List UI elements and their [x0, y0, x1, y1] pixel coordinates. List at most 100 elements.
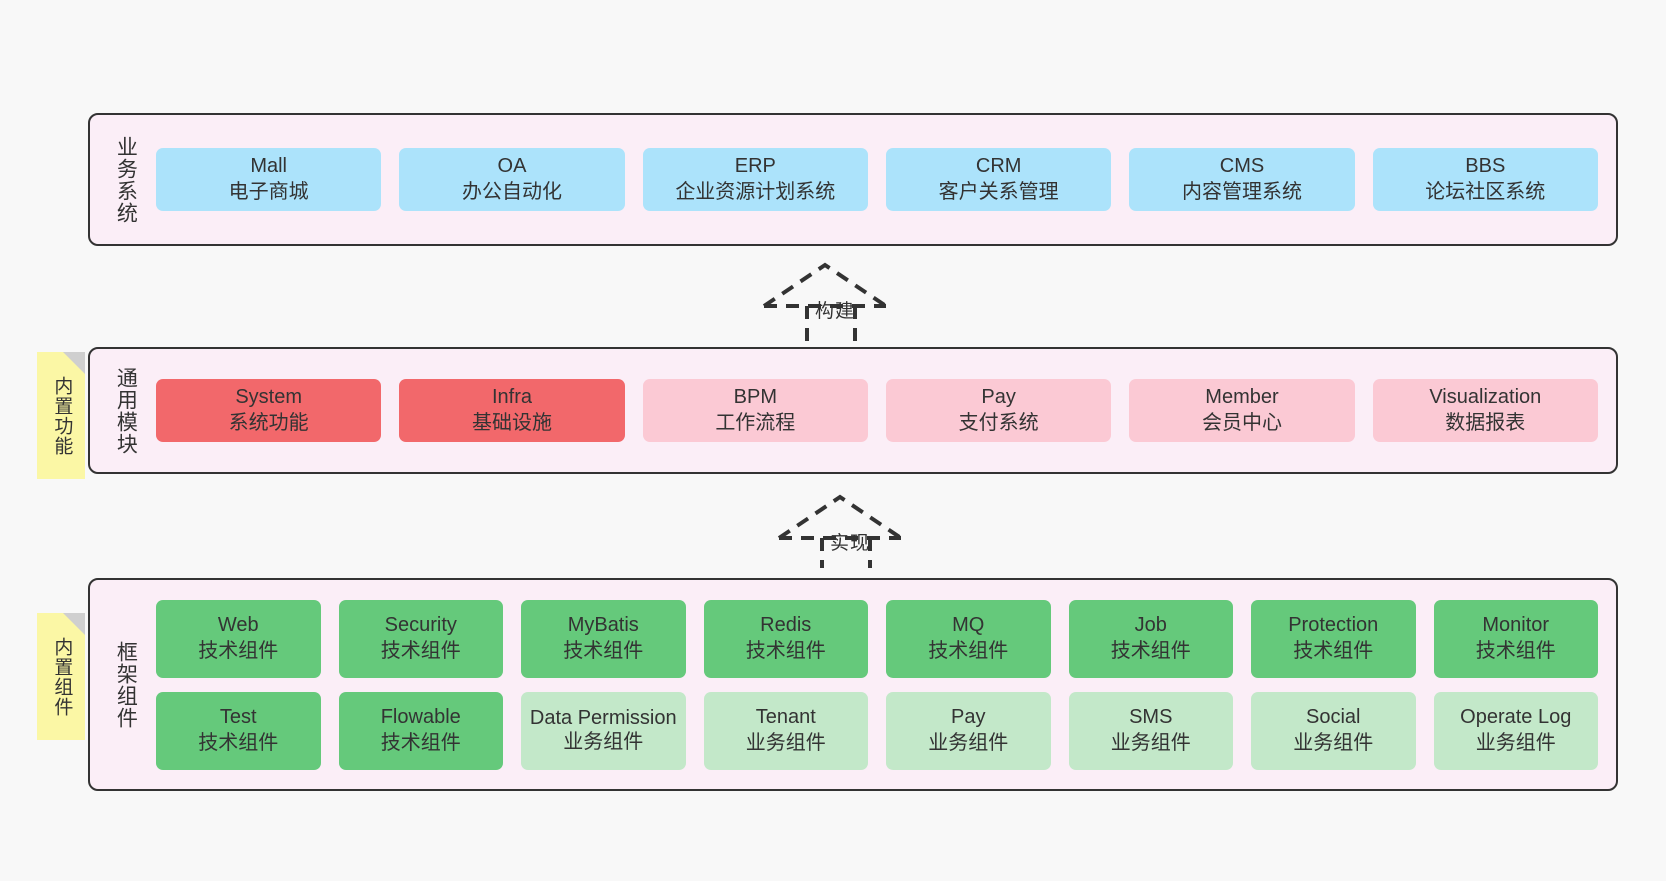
- node-title: Member: [1205, 385, 1279, 408]
- layer-title-business-systems: 业务系统: [114, 135, 138, 224]
- node-cms[interactable]: CMS 内容管理系统: [1129, 147, 1355, 212]
- node-subtitle: 技术组件: [380, 639, 461, 662]
- node-title: Infra: [491, 385, 532, 408]
- dashed-generalization-arrow-icon: [762, 262, 888, 350]
- node-test[interactable]: Test 技术组件: [156, 691, 321, 770]
- node-title: MQ: [952, 613, 985, 636]
- node-subtitle: 技术组件: [928, 639, 1009, 662]
- node-title: System: [235, 385, 302, 408]
- node-subtitle: 技术组件: [1110, 639, 1191, 662]
- node-title: Security: [384, 613, 457, 636]
- node-tenant[interactable]: Tenant 业务组件: [703, 691, 868, 770]
- note-fold-corner-icon: [63, 613, 85, 635]
- node-row: Test 技术组件 Flowable 技术组件 Data Permission …: [156, 691, 1598, 770]
- layer-business-systems: 业务系统 Mall 电子商城 OA 办公自动化 ERP 企业资源计划系统 CRM…: [88, 113, 1618, 246]
- node-subtitle: 基础设施: [471, 411, 552, 434]
- note-fold-corner-icon: [63, 352, 85, 374]
- node-pay-module[interactable]: Pay 支付系统: [885, 378, 1112, 443]
- node-operate-log[interactable]: Operate Log 业务组件: [1433, 691, 1598, 770]
- node-title: Pay: [981, 385, 1016, 408]
- node-title: Data Permission: [529, 706, 677, 729]
- node-title: MyBatis: [567, 613, 639, 636]
- dashed-generalization-arrow-icon: [777, 494, 903, 568]
- node-infra[interactable]: Infra 基础设施: [399, 378, 625, 443]
- node-system[interactable]: System 系统功能: [156, 378, 382, 443]
- node-row: System 系统功能 Infra 基础设施 BPM 工作流程 Pay 支付系统…: [156, 378, 1598, 443]
- node-title: BPM: [733, 385, 777, 408]
- node-title: CRM: [975, 154, 1022, 177]
- connector-label: 实现: [829, 533, 871, 554]
- node-subtitle: 技术组件: [198, 731, 279, 754]
- node-subtitle: 客户关系管理: [938, 180, 1059, 203]
- node-subtitle: 技术组件: [198, 639, 279, 662]
- node-subtitle: 业务组件: [1110, 731, 1191, 754]
- node-title: Tenant: [755, 705, 816, 728]
- node-visualization[interactable]: Visualization 数据报表: [1372, 378, 1598, 443]
- node-member[interactable]: Member 会员中心: [1129, 378, 1355, 443]
- connector-label: 构建: [814, 301, 856, 322]
- node-subtitle: 技术组件: [1293, 639, 1374, 662]
- node-subtitle: 技术组件: [745, 639, 826, 662]
- node-mybatis[interactable]: MyBatis 技术组件: [521, 599, 686, 678]
- node-mall[interactable]: Mall 电子商城: [156, 147, 382, 212]
- node-subtitle: 业务组件: [1475, 731, 1556, 754]
- node-title: ERP: [734, 154, 776, 177]
- node-subtitle: 技术组件: [1475, 639, 1556, 662]
- layer-common-modules: 通用模块 System 系统功能 Infra 基础设施 BPM 工作流程 Pay…: [88, 347, 1618, 474]
- note-label: 内置组件: [51, 636, 73, 717]
- node-erp[interactable]: ERP 企业资源计划系统: [642, 147, 868, 212]
- node-subtitle: 业务组件: [928, 731, 1009, 754]
- node-title: Visualization: [1429, 385, 1542, 408]
- node-sms[interactable]: SMS 业务组件: [1068, 691, 1233, 770]
- node-row: Web 技术组件 Security 技术组件 MyBatis 技术组件 Redi…: [156, 599, 1598, 678]
- node-title: BBS: [1465, 154, 1506, 177]
- note-builtin-features: 内置功能: [37, 352, 85, 479]
- node-data-permission[interactable]: Data Permission 业务组件: [521, 691, 686, 770]
- node-subtitle: 支付系统: [958, 411, 1039, 434]
- node-subtitle: 内容管理系统: [1181, 180, 1302, 203]
- node-subtitle: 办公自动化: [461, 180, 562, 203]
- node-subtitle: 技术组件: [380, 731, 461, 754]
- node-security[interactable]: Security 技术组件: [338, 599, 503, 678]
- node-subtitle: 工作流程: [715, 411, 796, 434]
- node-title: Pay: [951, 705, 986, 728]
- node-title: Test: [219, 705, 257, 728]
- note-builtin-components: 内置组件: [37, 613, 85, 740]
- node-bpm[interactable]: BPM 工作流程: [642, 378, 868, 443]
- node-title: SMS: [1129, 705, 1173, 728]
- node-redis[interactable]: Redis 技术组件: [703, 599, 868, 678]
- node-subtitle: 企业资源计划系统: [675, 180, 836, 203]
- node-crm[interactable]: CRM 客户关系管理: [885, 147, 1112, 212]
- node-title: Job: [1134, 613, 1167, 636]
- node-title: Operate Log: [1460, 705, 1572, 728]
- node-title: Mall: [250, 154, 287, 177]
- layer-body-common-modules: System 系统功能 Infra 基础设施 BPM 工作流程 Pay 支付系统…: [148, 349, 1616, 472]
- note-label: 内置功能: [51, 375, 73, 456]
- layer-framework-components: 框架组件 Web 技术组件 Security 技术组件 MyBatis 技术组件…: [88, 578, 1618, 791]
- node-title: Protection: [1288, 613, 1379, 636]
- node-title: Monitor: [1482, 613, 1550, 636]
- node-subtitle: 会员中心: [1201, 411, 1282, 434]
- node-job[interactable]: Job 技术组件: [1068, 599, 1233, 678]
- node-subtitle: 系统功能: [228, 411, 309, 434]
- node-protection[interactable]: Protection 技术组件: [1251, 599, 1416, 678]
- layer-body-business-systems: Mall 电子商城 OA 办公自动化 ERP 企业资源计划系统 CRM 客户关系…: [148, 115, 1616, 244]
- layer-body-framework-components: Web 技术组件 Security 技术组件 MyBatis 技术组件 Redi…: [148, 580, 1616, 789]
- node-title: Flowable: [380, 705, 461, 728]
- node-title: Social: [1306, 705, 1361, 728]
- node-title: Web: [217, 613, 259, 636]
- node-subtitle: 电子商城: [228, 180, 309, 203]
- node-bbs[interactable]: BBS 论坛社区系统: [1372, 147, 1598, 212]
- node-flowable[interactable]: Flowable 技术组件: [338, 691, 503, 770]
- node-monitor[interactable]: Monitor 技术组件: [1433, 599, 1598, 678]
- node-pay-component[interactable]: Pay 业务组件: [886, 691, 1051, 770]
- node-oa[interactable]: OA 办公自动化: [399, 147, 625, 212]
- node-mq[interactable]: MQ 技术组件: [886, 599, 1051, 678]
- layer-title-common-modules: 通用模块: [114, 366, 138, 455]
- node-title: CMS: [1219, 154, 1265, 177]
- connector-implement: 实现: [770, 490, 930, 568]
- connector-build: 构建: [755, 258, 915, 350]
- node-web[interactable]: Web 技术组件: [156, 599, 321, 678]
- node-subtitle: 业务组件: [1293, 731, 1374, 754]
- node-social[interactable]: Social 业务组件: [1251, 691, 1416, 770]
